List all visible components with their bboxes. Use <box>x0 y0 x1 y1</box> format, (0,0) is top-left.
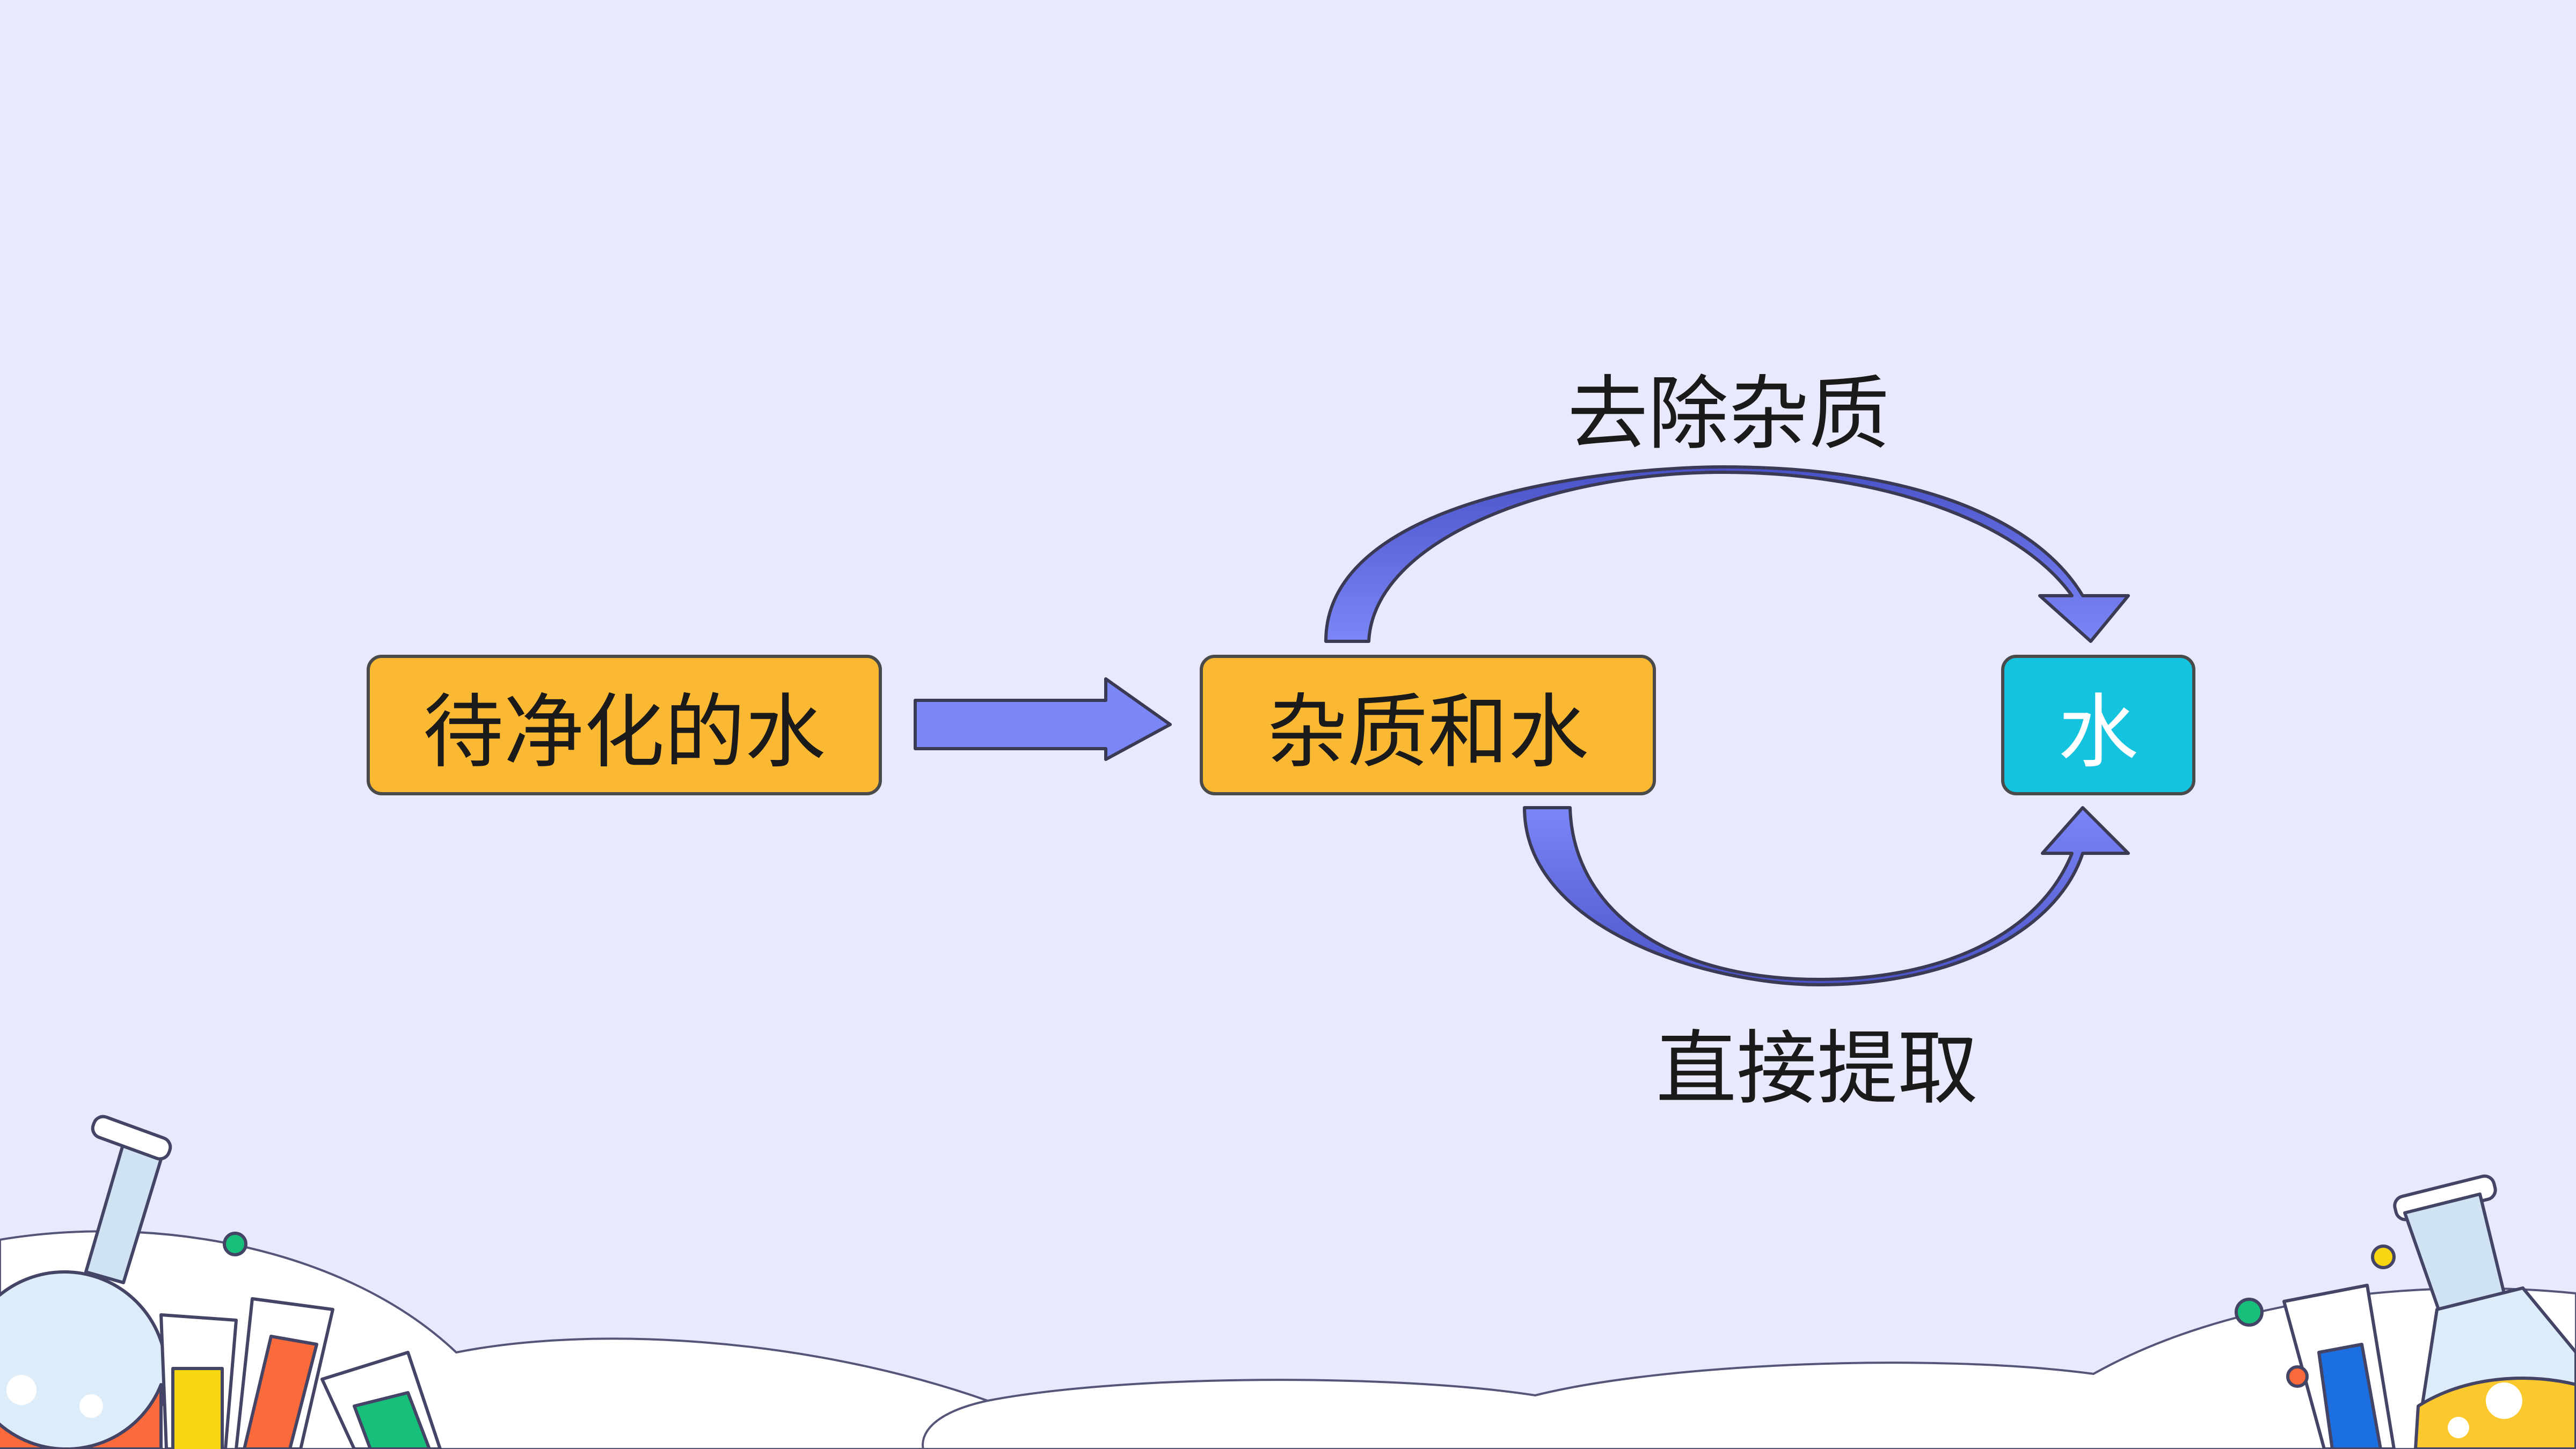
target-node: 水 <box>2001 655 2195 795</box>
top-curved-arrow-icon <box>1324 465 2130 643</box>
target-node-label: 水 <box>2057 685 2139 779</box>
left-lab-decoration-icon <box>0 1115 442 1449</box>
mixture-node-label: 杂质和水 <box>1266 685 1589 779</box>
right-lab-decoration-icon <box>2235 1174 2576 1449</box>
source-node-label: 待净化的水 <box>422 685 826 779</box>
top-edge-label: 去除杂质 <box>1567 368 1890 461</box>
bottom-curved-arrow-icon <box>1523 806 2130 986</box>
cloud-band <box>0 1230 2576 1449</box>
source-node: 待净化的水 <box>367 655 882 795</box>
straight-arrow-icon <box>914 677 1172 761</box>
bottom-edge-label: 直接提取 <box>1656 1022 1979 1116</box>
mixture-node: 杂质和水 <box>1200 655 1656 795</box>
cloud-divider <box>922 1400 988 1449</box>
